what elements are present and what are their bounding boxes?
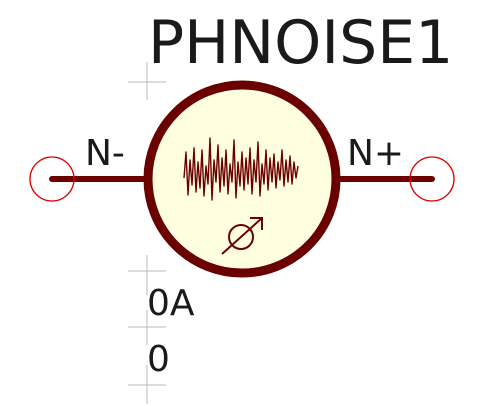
- component-body[interactable]: [143, 80, 341, 278]
- value-label-2: 0: [147, 339, 170, 380]
- pin-label-right: N+: [347, 133, 404, 174]
- reference-label: PHNOISE1: [148, 8, 453, 78]
- phase-symbol-icon: [221, 217, 263, 255]
- pin-circle-icon[interactable]: [29, 156, 75, 202]
- pin-label-left: N-: [85, 133, 125, 174]
- value-label-1: 0A: [147, 283, 195, 324]
- anchor-crosshairs: [128, 62, 166, 404]
- noise-waveform-icon: [183, 137, 299, 201]
- pin-circle-icon[interactable]: [409, 156, 455, 202]
